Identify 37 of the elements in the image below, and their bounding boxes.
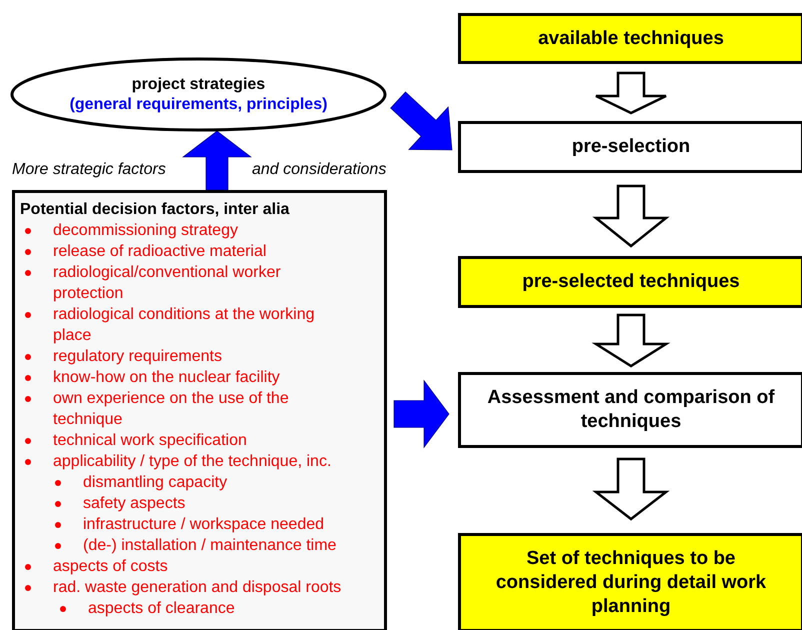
bullet-item: aspects of costs	[20, 556, 345, 577]
bullet-item: know-how on the nuclear facility	[20, 367, 345, 388]
ellipse-title: project strategies	[132, 74, 266, 94]
process-box	[458, 121, 802, 173]
bullet-item: release of radioactive material	[20, 241, 345, 262]
bullet-item: regulatory requirements	[20, 346, 345, 367]
hollow-block-arrow	[592, 184, 670, 248]
bullet-item: rad. waste generation and disposal roots	[20, 577, 345, 598]
box-label: Assessment and comparison of techniques	[486, 386, 776, 434]
strategy-ellipse	[10, 57, 387, 132]
process-box	[458, 533, 802, 630]
bullet-item: aspects of clearance	[55, 598, 345, 619]
annotation-text: More strategic factors	[12, 160, 166, 180]
bullet-item: applicability / type of the technique, inc.	[20, 451, 345, 472]
annotation-text: and considerations	[252, 160, 386, 180]
box-label: available techniques	[538, 26, 724, 50]
bullet-item: infrastructure / workspace needed	[50, 514, 345, 535]
box-label: Set of techniques to be considered during detail work planning	[494, 546, 768, 618]
box-label: pre-selected techniques	[522, 270, 740, 294]
hollow-block-arrow	[592, 458, 670, 521]
box-label: pre-selection	[572, 135, 690, 159]
block-arrow	[394, 380, 450, 448]
factors-panel	[12, 190, 387, 630]
hollow-block-arrow	[594, 72, 668, 114]
process-box	[458, 13, 802, 64]
bullet-item: technical work specification	[20, 430, 345, 451]
bullet-item: dismantling capacity	[50, 472, 345, 493]
process-box	[458, 372, 802, 448]
panel-heading: Potential decision factors, inter alia	[20, 200, 290, 220]
bullet-item: safety aspects	[50, 493, 345, 514]
block-arrow	[390, 92, 452, 150]
ellipse-subtitle: (general requirements, principles)	[70, 94, 328, 114]
block-arrow	[182, 130, 252, 190]
bullet-item: decommissioning strategy	[20, 220, 345, 241]
process-box	[458, 256, 802, 308]
bullet-item: (de-) installation / maintenance time	[50, 535, 345, 556]
hollow-block-arrow	[592, 314, 670, 368]
